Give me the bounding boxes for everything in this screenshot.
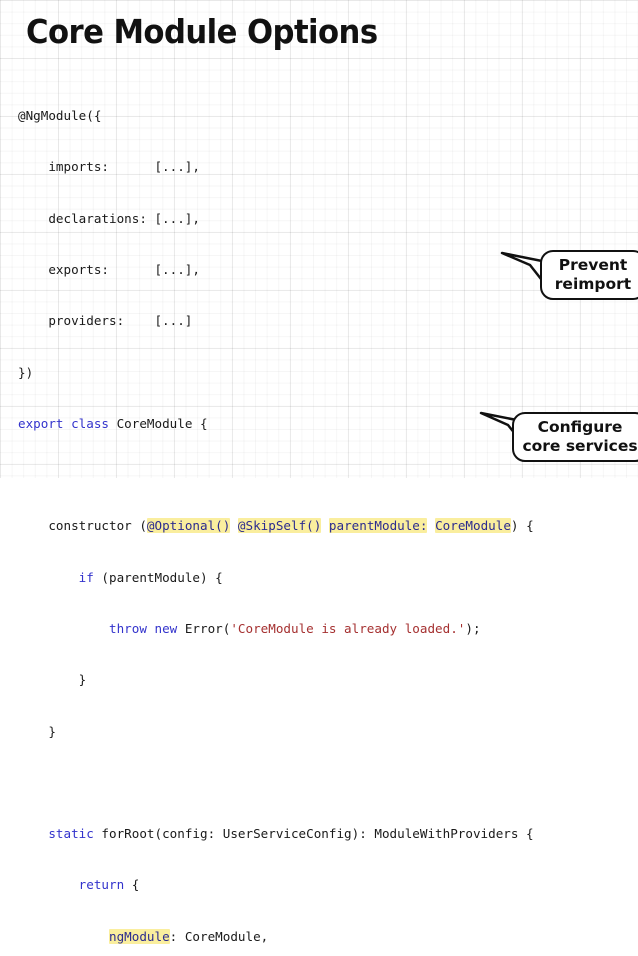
code-token: }): [18, 364, 34, 380]
code-keyword: export class: [18, 415, 109, 431]
code-line: }): [18, 364, 534, 381]
code-token: ) {: [510, 518, 534, 534]
code-line: throw new Error('CoreModule is already l…: [18, 620, 534, 637]
code-string: 'CoreModule is already loaded.': [230, 621, 466, 636]
code-line: imports: [...],: [18, 158, 534, 175]
code-token: }: [18, 672, 87, 688]
code-token: : CoreModule,: [169, 928, 269, 944]
code-token: imports: [...],: [18, 159, 200, 175]
code-line: @NgModule({: [18, 107, 534, 124]
code-token: (parentModule) {: [93, 569, 223, 585]
code-token: [18, 570, 79, 585]
code-highlight-skipself: @SkipSelf(): [237, 518, 322, 534]
code-token: forRoot(config: UserServiceConfig): Modu…: [93, 826, 534, 842]
code-keyword: return: [78, 877, 125, 893]
code-token: [427, 518, 435, 533]
code-line: providers: [...]: [18, 312, 534, 329]
callout-line-2: reimport: [554, 275, 632, 293]
code-line: constructor (@Optional() @SkipSelf() par…: [18, 517, 534, 534]
code-token: providers: [...]: [18, 313, 193, 329]
code-token: [230, 518, 238, 533]
code-highlight-parentmodule: parentModule:: [328, 518, 428, 534]
code-line: }: [18, 671, 534, 688]
code-keyword: if: [78, 569, 94, 585]
code-line: exports: [...],: [18, 261, 534, 278]
code-line: [18, 466, 534, 483]
callout-line-2: core services: [522, 437, 638, 455]
code-token: }: [18, 723, 56, 739]
code-token: [321, 518, 329, 533]
code-token: exports: [...],: [18, 262, 200, 278]
code-line: if (parentModule) {: [18, 569, 534, 586]
page-title: Core Module Options: [26, 12, 378, 51]
code-block: @NgModule({ imports: [...], declarations…: [18, 73, 534, 956]
callout-prevent-reimport: Prevent reimport: [540, 250, 638, 300]
callout-line-1: Configure: [537, 418, 623, 436]
code-line: static forRoot(config: UserServiceConfig…: [18, 825, 534, 842]
code-line: return {: [18, 876, 534, 893]
code-token: [18, 826, 48, 841]
callout-configure-core-services: Configure core services: [512, 412, 638, 462]
code-highlight-ngmodule: ngModule: [109, 928, 170, 944]
code-keyword: throw new: [109, 621, 178, 636]
code-token: [18, 929, 109, 944]
code-token: [18, 877, 79, 892]
code-keyword: static: [48, 826, 94, 842]
code-line: ngModule: CoreModule,: [18, 928, 534, 945]
code-line: [18, 774, 534, 791]
code-token: Error(: [177, 621, 231, 636]
code-token: declarations: [...],: [18, 210, 200, 226]
code-line: export class CoreModule {: [18, 415, 534, 432]
callout-line-1: Prevent: [558, 256, 628, 274]
code-line: }: [18, 723, 534, 740]
code-token: @NgModule({: [18, 108, 102, 124]
code-token: {: [124, 877, 140, 893]
code-token: CoreModule {: [109, 415, 208, 431]
code-highlight-coremodule: CoreModule: [435, 518, 511, 534]
code-line: declarations: [...],: [18, 210, 534, 227]
code-token: );: [465, 621, 481, 636]
code-token: [18, 621, 109, 636]
code-highlight-optional: @Optional(): [146, 518, 231, 534]
code-token: constructor (: [18, 518, 147, 534]
